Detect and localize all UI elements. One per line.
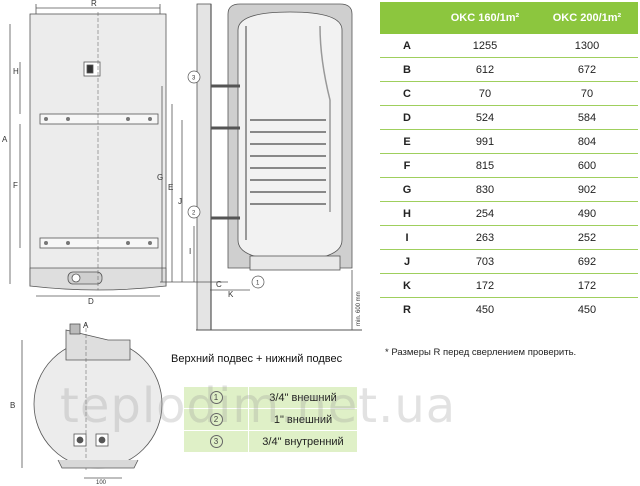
row-okc160: 703 (434, 249, 536, 275)
row-key: H (380, 201, 434, 227)
callout-1: 1 (256, 281, 260, 287)
row-okc160: 524 (434, 105, 536, 131)
top-label-100: 100 (96, 480, 107, 486)
row-key: I (380, 225, 434, 251)
number-circle: 2 (209, 413, 223, 426)
row-okc200: 584 (536, 105, 638, 131)
top-dim-labels: A B 100 (10, 321, 107, 486)
row-okc200: 600 (536, 153, 638, 179)
front-label-r: R (91, 0, 97, 8)
callout-2: 2 (192, 211, 196, 217)
front-label-h: H (13, 67, 19, 76)
side-label-g: G (157, 173, 163, 182)
row-key: C (380, 81, 434, 107)
spec-header-row: OKC 160/1m² OKC 200/1m² (380, 2, 638, 34)
row-okc160: 450 (475, 303, 495, 316)
spec-header-key (380, 2, 434, 34)
row-okc160: 991 (434, 129, 536, 155)
top-label-b: B (10, 401, 15, 410)
row-okc200: 490 (536, 201, 638, 227)
side-label-e: E (168, 183, 173, 192)
table-row: 2 1" внешний (183, 408, 358, 431)
row-key: F (380, 153, 434, 179)
side-dim-labels: G E J I C K min. 600 mm (157, 173, 362, 326)
callouts: 3 2 1 (187, 70, 265, 289)
row-okc200: 804 (536, 129, 638, 155)
front-label-d: D (88, 297, 94, 306)
row-key: A (380, 34, 434, 59)
row-key: J (380, 249, 434, 275)
connection-label: 3/4" внешний (248, 386, 358, 409)
row-okc200: 692 (536, 249, 638, 275)
side-label-c: C (216, 280, 222, 289)
row-okc200: 902 (536, 177, 638, 203)
connection-number: 2 (183, 408, 249, 431)
row-key: K (380, 273, 434, 299)
connection-label: 3/4" внутренний (248, 430, 358, 453)
front-label-a: A (2, 135, 8, 144)
row-okc200: 172 (536, 273, 638, 299)
connection-label: 1" внешний (248, 408, 358, 431)
watermark: teplodim.net.ua (60, 378, 457, 434)
top-label-a: A (83, 321, 89, 330)
row-okc160: 612 (434, 57, 536, 83)
front-dim-labels: R H A F D (2, 0, 97, 306)
row-okc200: 70 (536, 81, 638, 107)
row-okc160: 70 (434, 81, 536, 107)
row-okc200: 252 (536, 225, 638, 251)
spec-header-okc160: OKC 160/1m² (434, 2, 536, 34)
row-okc200: 1300 (536, 34, 638, 59)
row-okc160: 830 (434, 177, 536, 203)
row-key: G (380, 177, 434, 203)
suspension-title: Верхний подвес + нижний подвес (171, 353, 343, 365)
front-view (9, 4, 167, 297)
side-label-j: J (178, 197, 182, 206)
row-okc160: 254 (434, 201, 536, 227)
rail-holes (44, 117, 152, 245)
number-circle: 3 (209, 435, 223, 448)
callout-3: 3 (192, 76, 196, 82)
row-key: R (403, 303, 411, 316)
table-row: 1 3/4" внешний (183, 386, 358, 409)
front-label-f: F (13, 181, 18, 190)
row-okc160: 815 (434, 153, 536, 179)
row-okc200: 672 (536, 57, 638, 83)
side-label-i: I (189, 247, 191, 256)
side-label-min600: min. 600 mm (356, 291, 362, 326)
row-key: E (380, 129, 434, 155)
table-row: 3 3/4" внутренний (183, 430, 358, 453)
spec-header-okc200: OKC 200/1m² (536, 2, 638, 34)
row-okc160: 263 (434, 225, 536, 251)
top-view (21, 322, 163, 479)
row-key: B (380, 57, 434, 83)
row-okc200: 450 (577, 303, 597, 316)
row-okc160: 172 (434, 273, 536, 299)
connection-number: 1 (183, 386, 249, 409)
side-view (160, 3, 362, 331)
number-circle: 1 (209, 391, 223, 404)
connection-number: 3 (183, 430, 249, 453)
row-key: D (380, 105, 434, 131)
row-okc160: 1255 (434, 34, 536, 59)
side-label-k: K (228, 290, 234, 299)
connections-table: 1 3/4" внешний 2 1" внешний 3 3/4" внутр… (183, 386, 358, 453)
drilling-note: * Размеры R перед сверлением проверить. (385, 347, 577, 358)
table-row: R 450 450 (380, 298, 638, 322)
